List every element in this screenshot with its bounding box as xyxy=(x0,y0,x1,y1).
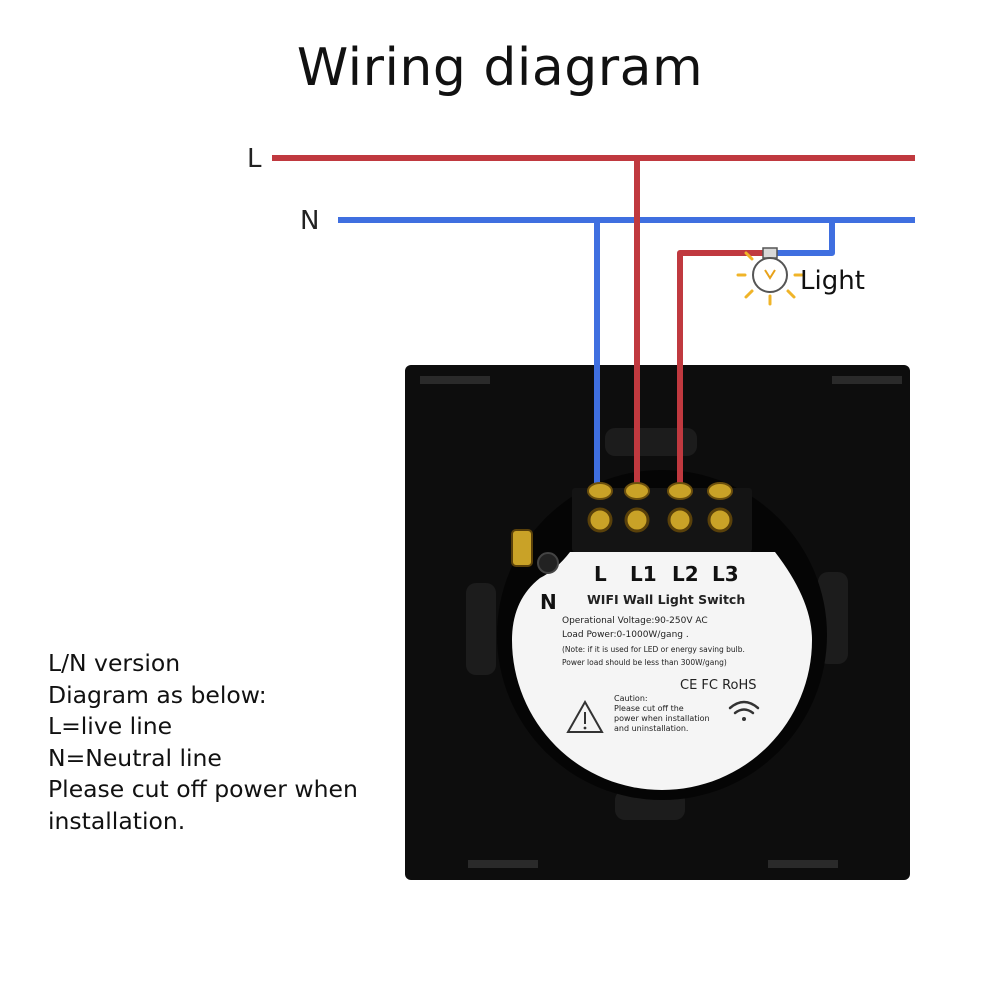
terminal-screws xyxy=(511,482,733,574)
wires xyxy=(272,155,915,492)
light-label: Light xyxy=(800,266,865,296)
terminal-hole-l3 xyxy=(707,507,733,533)
neutral-line-label: N xyxy=(300,206,320,236)
diagram-title: Wiring diagram xyxy=(296,38,704,98)
terminal-hole-l2 xyxy=(667,507,693,533)
sticker-certifications: CE FC RoHS xyxy=(680,678,757,693)
sticker-caution-title: Caution: xyxy=(614,694,648,703)
note-line: L/N version xyxy=(48,649,181,677)
terminal-block xyxy=(572,488,752,552)
terminal-n-screw xyxy=(511,529,533,567)
terminal-label-l1: L1 xyxy=(630,562,657,586)
sticker-load-power: Load Power:0-1000W/gang . xyxy=(562,630,689,640)
light-bulb-icon xyxy=(736,247,804,306)
panel-clip-top-right xyxy=(832,376,902,384)
module-sticker xyxy=(512,552,812,790)
terminal-hole-l xyxy=(587,507,613,533)
sticker-note-1: (Note: if it is used for LED or energy s… xyxy=(562,645,745,654)
terminal-label-l: L xyxy=(594,562,607,586)
sticker-note-2: Power load should be less than 300W/gang… xyxy=(562,658,727,667)
screw-top-l3 xyxy=(707,482,733,500)
screw-top-l xyxy=(587,482,613,500)
panel-clip-bottom-right xyxy=(768,860,838,868)
note-line: Please cut off power when xyxy=(48,775,358,804)
terminal-label-l3: L3 xyxy=(712,562,739,586)
panel-slot-left xyxy=(466,583,496,675)
live-line-label: L xyxy=(247,144,262,174)
terminal-label-l2: L2 xyxy=(672,562,699,586)
sticker-product-name: WIFI Wall Light Switch xyxy=(587,592,746,607)
panel-slot-top xyxy=(605,428,697,456)
sticker-caution-line-1: Please cut off the xyxy=(614,704,684,713)
l1-to-light-wire xyxy=(677,250,765,492)
screw-top-l2 xyxy=(667,482,693,500)
wifi-icon xyxy=(728,700,760,721)
screw-top-l1 xyxy=(624,482,650,500)
note-line: L=live line xyxy=(48,712,173,741)
note-line: Diagram as below: xyxy=(48,680,267,709)
terminal-hole-l1 xyxy=(624,507,650,533)
note-line: N=Neutral line xyxy=(48,743,222,772)
panel-clip-top-left xyxy=(420,376,490,384)
note-line: installation. xyxy=(48,806,186,835)
installation-notes: L/N version Diagram as below: L=live lin… xyxy=(48,648,408,838)
sticker-voltage: Operational Voltage:90-250V AC xyxy=(562,616,708,626)
sticker-caution-line-2: power when installation xyxy=(614,714,710,723)
terminal-label-n: N xyxy=(540,590,557,614)
sticker-caution-line-3: and uninstallation. xyxy=(614,724,689,733)
light-to-neutral-wire xyxy=(775,222,835,256)
terminal-n-hole xyxy=(537,552,559,574)
panel-clip-bottom-left xyxy=(468,860,538,868)
caution-triangle-icon xyxy=(566,699,604,733)
